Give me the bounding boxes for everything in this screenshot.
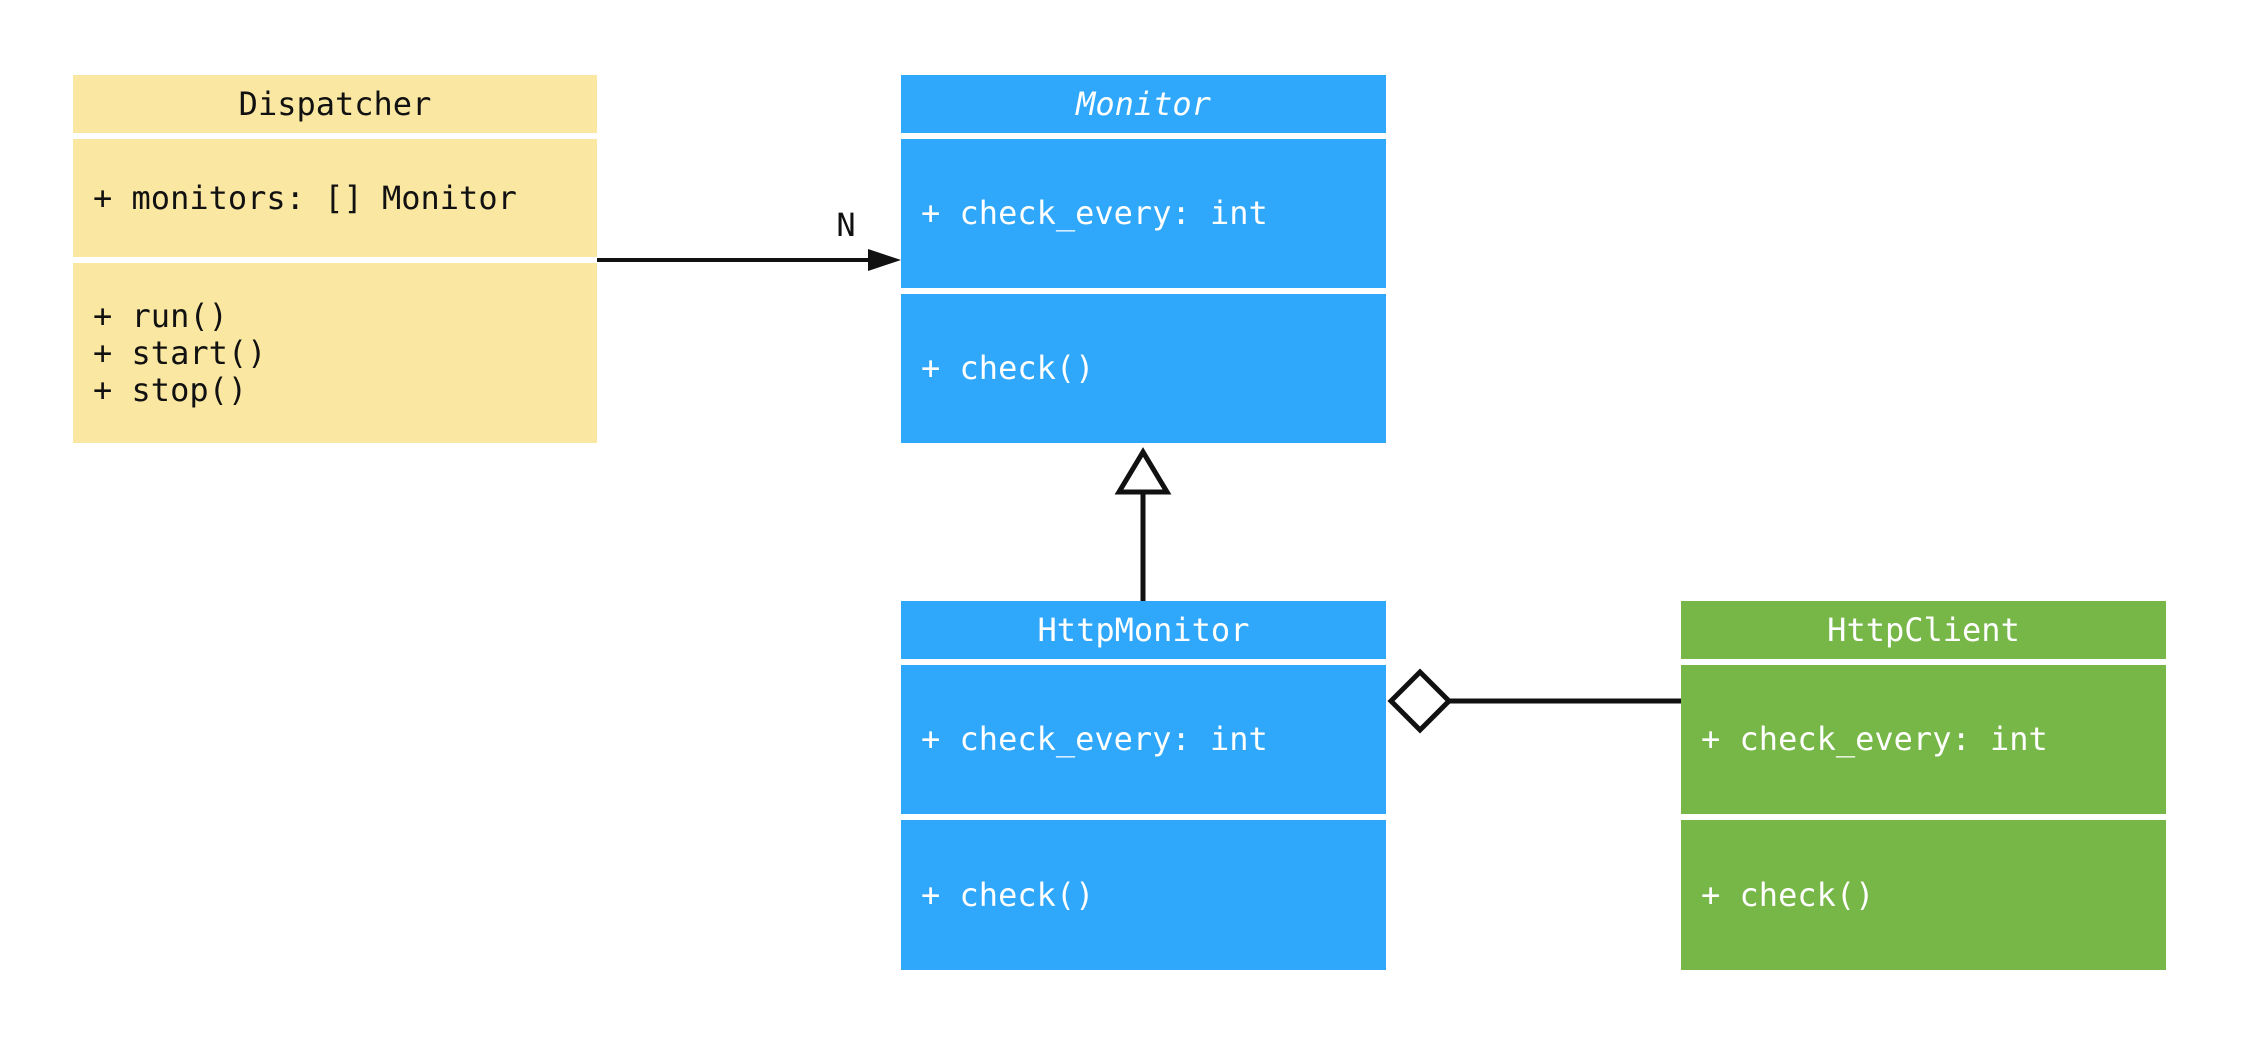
inheritance-triangle-icon	[1114, 447, 1172, 495]
class-method: + check()	[1701, 875, 1875, 914]
class-title: HttpMonitor	[901, 601, 1386, 659]
class-method: + check()	[921, 875, 1095, 914]
class-attribute: + monitors: [] Monitor	[93, 178, 517, 217]
class-method: + run()	[93, 296, 228, 335]
class-attributes: + check_every: int	[1681, 665, 2166, 814]
aggregation-edge	[1387, 668, 1681, 734]
class-title: Monitor	[901, 75, 1386, 133]
aggregation-diamond-icon	[1387, 668, 1453, 734]
class-attributes: + check_every: int	[901, 665, 1386, 814]
class-box-httpmonitor: HttpMonitor + check_every: int + check()	[901, 601, 1386, 970]
class-box-dispatcher: Dispatcher + monitors: [] Monitor + run(…	[73, 75, 597, 443]
class-attribute: + check_every: int	[1701, 720, 2048, 758]
class-method: + start()	[93, 333, 267, 372]
class-methods: + check()	[901, 820, 1386, 970]
class-methods: + run() + start() + stop()	[73, 263, 597, 443]
class-box-monitor: Monitor + check_every: int + check()	[901, 75, 1386, 443]
class-method: + check()	[921, 349, 1095, 387]
class-title: Dispatcher	[73, 75, 597, 133]
class-box-httpclient: HttpClient + check_every: int + check()	[1681, 601, 2166, 970]
multiplicity-label: N	[836, 206, 856, 244]
inheritance-edge	[1114, 447, 1172, 601]
class-title: HttpClient	[1681, 601, 2166, 659]
class-attribute: + check_every: int	[921, 720, 1268, 758]
arrowhead-icon	[868, 249, 901, 271]
class-attribute: + check_every: int	[921, 194, 1268, 232]
class-attributes: + check_every: int	[901, 139, 1386, 288]
class-method: + stop()	[93, 370, 248, 409]
class-methods: + check()	[1681, 820, 2166, 970]
class-attributes: + monitors: [] Monitor	[73, 139, 597, 257]
class-methods: + check()	[901, 294, 1386, 443]
association-edge	[597, 249, 901, 271]
